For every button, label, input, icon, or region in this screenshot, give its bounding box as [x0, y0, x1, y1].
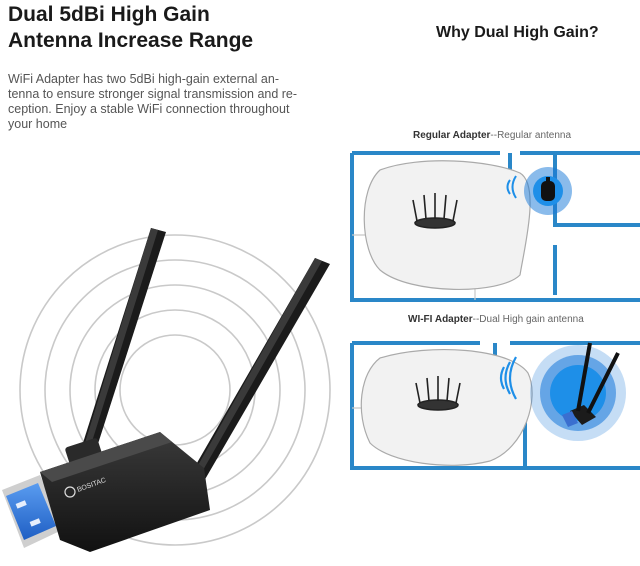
wifi-signal-icon — [499, 356, 517, 400]
router-icon — [415, 376, 461, 411]
brand-logo-icon — [64, 486, 76, 498]
comparison-title: Why Dual High Gain? — [436, 24, 599, 41]
dual-antenna-adapter-icon — [562, 342, 620, 427]
description-line-1: WiFi Adapter has two 5dBi high-gain exte… — [8, 72, 279, 86]
regular-adapter-label: Regular Adapter--Regular antenna — [413, 130, 571, 141]
regular-adapter-detail: --Regular antenna — [490, 130, 572, 141]
regular-adapter-name: Regular Adapter — [413, 130, 491, 141]
wifi-adapter-floor-plan — [350, 341, 640, 470]
heading-line-2: Antenna Increase Range — [8, 29, 254, 52]
wifi-adapter-label: WI-FI Adapter--Dual High gain antenna — [408, 314, 584, 325]
small-adapter-icon — [541, 181, 555, 201]
description: WiFi Adapter has two 5dBi high-gain exte… — [8, 72, 308, 132]
wifi-adapter-detail: --Dual High gain antenna — [472, 314, 584, 325]
page-heading: Dual 5dBi High Gain Antenna Increase Ran… — [8, 2, 253, 54]
wifi-adapter-product-image: BOSITAC — [2, 228, 331, 552]
description-line-4: your home — [8, 117, 68, 131]
router-icon — [412, 193, 458, 229]
description-line-2: tenna to ensure stronger signal transmis… — [8, 87, 298, 101]
wifi-adapter-name: WI-FI Adapter — [408, 314, 473, 325]
wifi-signal-icon — [506, 175, 517, 199]
description-line-3: ception. Enjoy a stable WiFi connection … — [8, 102, 290, 116]
heading-line-1: Dual 5dBi High Gain — [8, 3, 210, 26]
regular-adapter-floor-plan — [350, 151, 640, 302]
